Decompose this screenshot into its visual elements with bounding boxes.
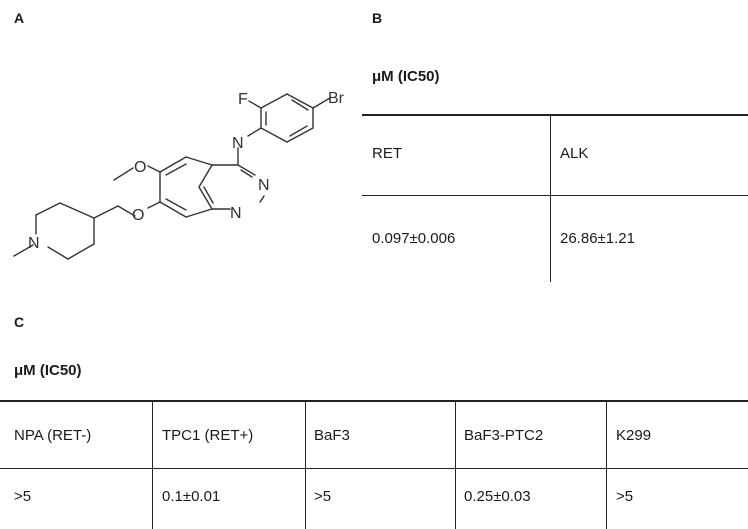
atom-pyrimidine-n1: N bbox=[230, 205, 242, 222]
table-c-column-divider-3 bbox=[455, 400, 456, 529]
chemical-structure: F Br N N N O O N bbox=[13, 90, 345, 260]
table-b-value-alk: 26.86±1.21 bbox=[560, 230, 635, 247]
atom-fluorine: F bbox=[238, 91, 248, 108]
atom-piperidine-n: N bbox=[28, 235, 40, 252]
table-c-row-divider bbox=[0, 468, 748, 469]
panel-label-c: C bbox=[14, 314, 25, 330]
table-c-value-baf3: >5 bbox=[314, 488, 332, 505]
panel-label-b: B bbox=[372, 10, 383, 26]
table-c-value-npa: >5 bbox=[14, 488, 32, 505]
table-c-column-divider-2 bbox=[305, 400, 306, 529]
table-c-value-baf3-ptc2: 0.25±0.03 bbox=[464, 488, 531, 505]
table-c-top-border bbox=[0, 400, 748, 402]
table-c-value-k299: >5 bbox=[616, 488, 634, 505]
table-b-header-ret: RET bbox=[372, 145, 402, 162]
table-b-value-ret: 0.097±0.006 bbox=[372, 230, 456, 247]
table-c-column-divider-4 bbox=[606, 400, 607, 529]
table-b-top-border bbox=[362, 114, 748, 116]
panel-label-a: A bbox=[14, 10, 25, 26]
atom-bromine: Br bbox=[328, 90, 345, 107]
table-c-value-tpc1: 0.1±0.01 bbox=[162, 488, 221, 505]
table-b-column-divider bbox=[550, 114, 551, 282]
table-c-header-tpc1: TPC1 (RET+) bbox=[162, 427, 254, 444]
table-c-column-divider-1 bbox=[152, 400, 153, 529]
table-c-header-k299: K299 bbox=[616, 427, 652, 444]
atom-pyrimidine-n3: N bbox=[258, 177, 270, 194]
table-c-header-baf3: BaF3 bbox=[314, 427, 350, 444]
atom-methoxy-o: O bbox=[134, 159, 146, 176]
table-b-header-alk: ALK bbox=[560, 145, 589, 162]
table-c-header-baf3-ptc2: BaF3-PTC2 bbox=[464, 427, 544, 444]
table-b-row-divider bbox=[362, 195, 748, 196]
atom-ether-o: O bbox=[132, 207, 144, 224]
atom-amine-n: N bbox=[232, 135, 244, 152]
table-c-unit: μM (IC50) bbox=[14, 362, 82, 379]
table-c-header-npa: NPA (RET-) bbox=[14, 427, 92, 444]
table-b-unit: μM (IC50) bbox=[372, 68, 440, 85]
